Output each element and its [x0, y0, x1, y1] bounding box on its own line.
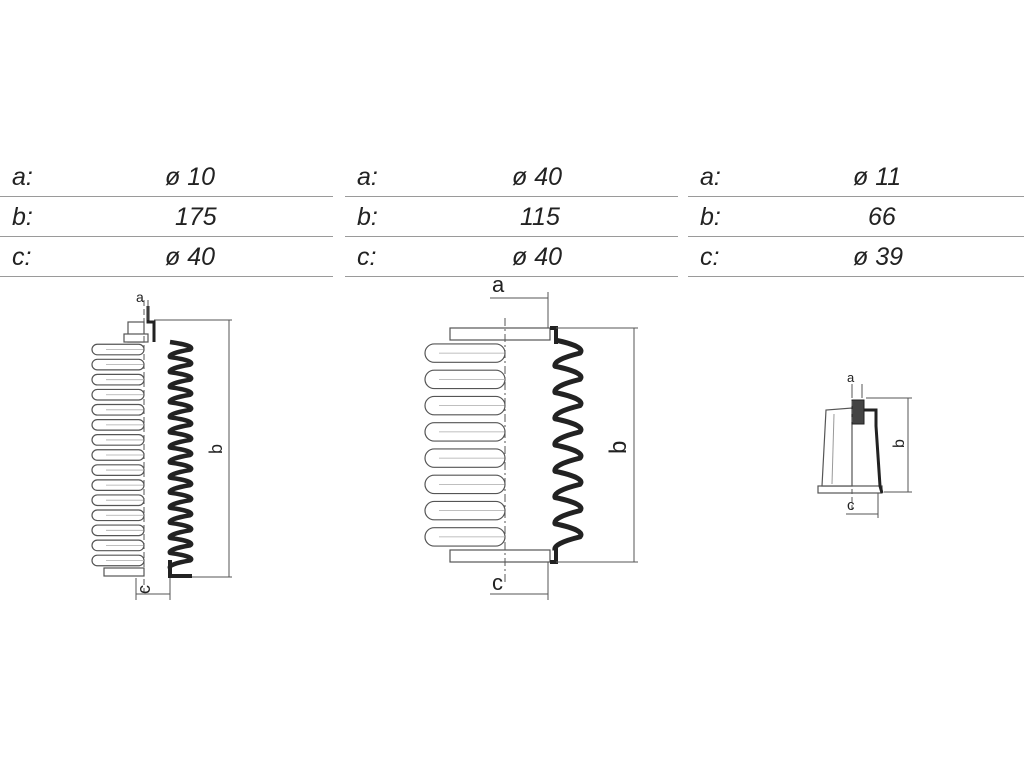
spec-label: c:: [700, 243, 720, 271]
spec-row-a: a: ø 11: [688, 157, 1024, 197]
bellows-section-profile: [552, 337, 584, 551]
bellows-outline: [424, 343, 506, 547]
spec-value: ø 40: [512, 243, 563, 271]
dimension-label-c: c: [492, 570, 503, 595]
spec-label: c:: [357, 243, 377, 271]
boot-drawing-3: a b c: [817, 370, 912, 518]
dimension-label-b: b: [891, 439, 908, 448]
spec-value: 66: [868, 203, 896, 231]
dimension-label-a: a: [492, 272, 505, 297]
spec-row-c: c: ø 39: [688, 237, 1024, 277]
bellows-bottom-collar: [449, 549, 551, 563]
bellows-drawing-1: a b c: [91, 289, 232, 600]
spec-table-1: a: ø 10 b: 175 c: ø 40: [0, 157, 333, 277]
dimension-label-a: a: [847, 370, 855, 385]
boot-body-shade: [831, 413, 835, 485]
spec-table-2: a: ø 40 b: 115 c: ø 40: [345, 157, 678, 277]
bellows-base-section: [168, 560, 192, 578]
spec-label: b:: [12, 203, 33, 231]
boot-top-ring: [851, 399, 865, 425]
bellows-outline: [91, 343, 145, 567]
spec-value: ø 11: [853, 163, 902, 191]
spec-value: ø 40: [512, 163, 563, 191]
dimension-label-b: b: [605, 441, 632, 454]
spec-label: c:: [12, 243, 32, 271]
dimension-label-b: b: [206, 444, 226, 454]
bellows-section-profile: [167, 339, 194, 570]
spec-label: a:: [12, 163, 33, 191]
bellows-neck-cap: [123, 333, 149, 343]
boot-base-flange: [817, 485, 883, 494]
bellows-neck-section: [146, 306, 156, 342]
spec-label: b:: [357, 203, 378, 231]
dimension-label-c: c: [134, 585, 154, 594]
boot-section-profile: [864, 408, 884, 494]
spec-value: ø 10: [165, 163, 216, 191]
spec-value: ø 39: [853, 243, 904, 271]
spec-value: 115: [520, 203, 560, 231]
spec-row-b: b: 115: [345, 197, 678, 237]
spec-value: 175: [175, 203, 217, 231]
bellows-base: [103, 567, 145, 577]
spec-row-c: c: ø 40: [0, 237, 333, 277]
spec-row-b: b: 66: [688, 197, 1024, 237]
dimension-label-a: a: [136, 289, 144, 305]
spec-value: ø 40: [165, 243, 216, 271]
spec-table-3: a: ø 11 b: 66 c: ø 39: [688, 157, 1024, 277]
dimension-label-c: c: [847, 497, 855, 514]
spec-row-a: a: ø 10: [0, 157, 333, 197]
spec-label: a:: [357, 163, 378, 191]
bellows-drawing-2: a b c: [424, 272, 638, 600]
spec-label: a:: [700, 163, 721, 191]
bellows-top-collar: [449, 327, 551, 341]
spec-row-b: b: 175: [0, 197, 333, 237]
spec-label: b:: [700, 203, 721, 231]
spec-row-a: a: ø 40: [345, 157, 678, 197]
boot-body: [821, 407, 853, 487]
spec-row-c: c: ø 40: [345, 237, 678, 277]
